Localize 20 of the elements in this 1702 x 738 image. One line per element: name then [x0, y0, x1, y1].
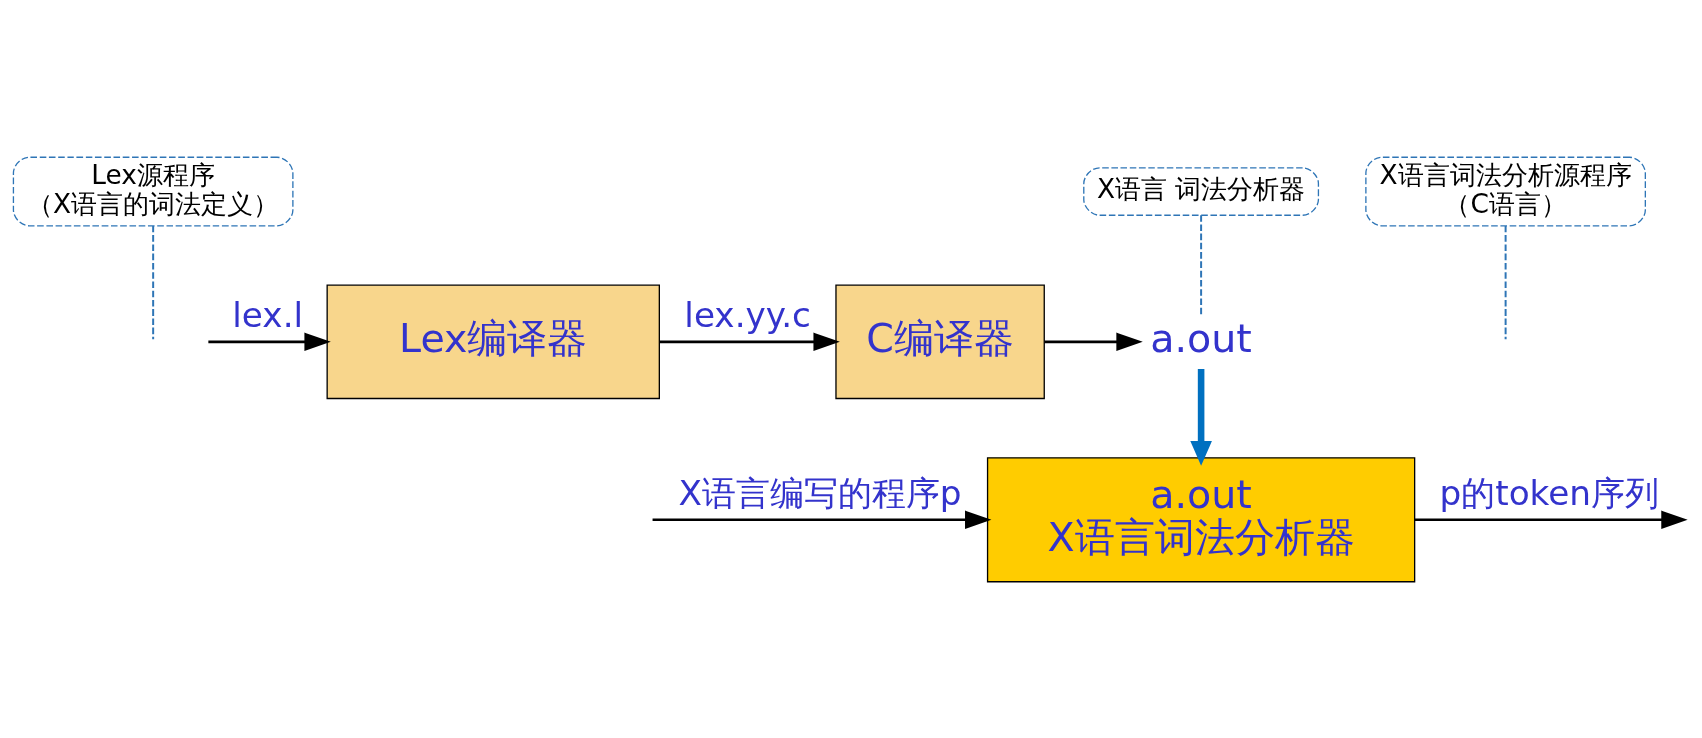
node-box: X语言 词法分析器 [1083, 166, 1320, 216]
edge-label: X语言编写的程序p [678, 472, 962, 513]
connector [1200, 213, 1203, 315]
connector [152, 224, 155, 340]
arrow [1044, 332, 1143, 351]
connector [1504, 224, 1507, 340]
node-box: a.out X语言词法分析器 [986, 456, 1416, 582]
node-box: Lex源程序 （X语言的词法定义） [12, 156, 294, 226]
edge-label: lex.yy.c [684, 294, 811, 335]
edge-label: p的token序列 [1439, 472, 1660, 513]
node-box: Lex编译器 [326, 283, 660, 399]
node-box: C编译器 [835, 283, 1045, 399]
node-text: a.out [1150, 314, 1252, 361]
arrow [659, 332, 840, 351]
edge-label: lex.l [232, 294, 304, 335]
node-box: X语言词法分析源程序 （C语言） [1365, 156, 1646, 226]
arrow [208, 332, 331, 351]
arrow [1414, 510, 1688, 529]
arrow [652, 510, 992, 529]
arrow [1190, 368, 1212, 466]
